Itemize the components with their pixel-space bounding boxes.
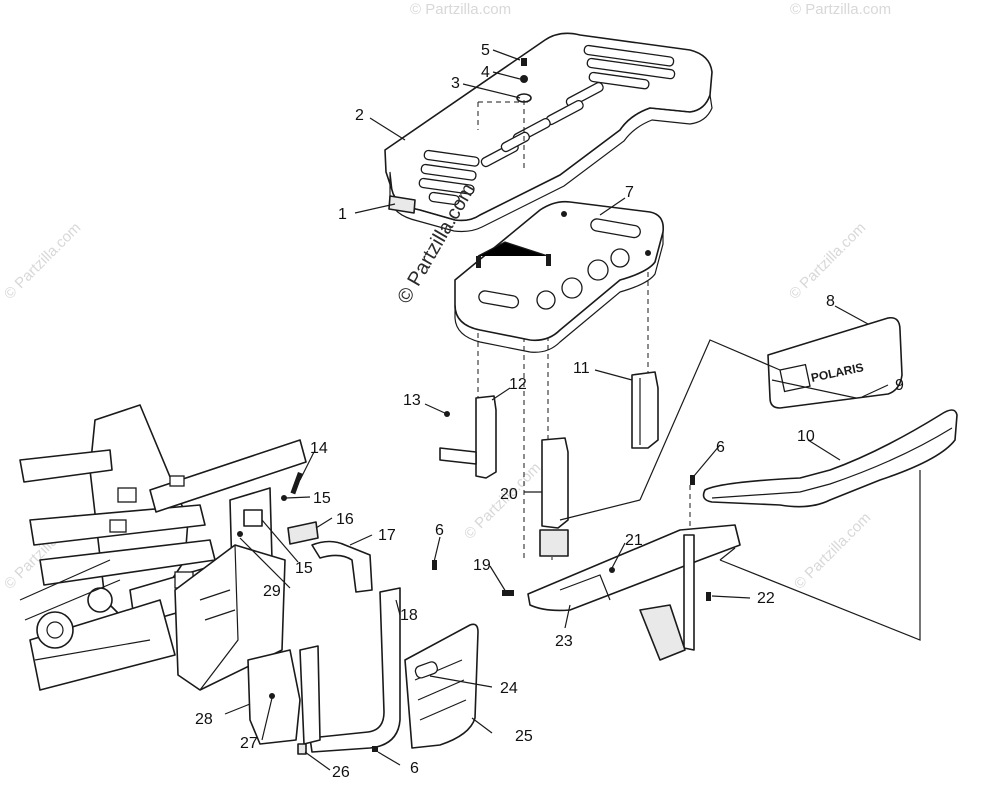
callout-22: 22 [757, 590, 775, 607]
callout-14: 14 [310, 440, 328, 457]
callout-11: 11 [573, 360, 590, 377]
callout-23: 23 [555, 633, 573, 650]
small-fasteners [297, 560, 437, 755]
bracket-center [539, 437, 569, 557]
callout-21: 21 [625, 532, 643, 549]
callout-15-lower: 15 [295, 560, 313, 577]
bolt-19 [502, 590, 514, 596]
support-bolts [476, 241, 551, 268]
callout-27: 27 [240, 735, 258, 752]
callout-15-upper: 15 [313, 490, 331, 507]
callout-29: 29 [263, 583, 281, 600]
rack-support-plate [454, 200, 665, 353]
reference-lines [559, 339, 921, 641]
callout-18: 18 [400, 607, 418, 624]
callout-28: 28 [195, 711, 213, 728]
callout-2: 2 [355, 107, 364, 124]
front-grille: POLARIS [767, 316, 903, 409]
watermark-text: © Partzilla.com [791, 509, 874, 592]
callout-12: 12 [509, 376, 527, 393]
callout-25: 25 [515, 728, 533, 745]
front-frame-member [527, 524, 741, 661]
bracket-right [631, 371, 659, 449]
mud-panel [404, 623, 479, 749]
callout-13: 13 [403, 392, 421, 409]
watermark-text: © Partzilla.com [1, 219, 84, 302]
callout-20: 20 [500, 486, 518, 503]
tube-frame [299, 540, 401, 753]
front-rack [384, 32, 713, 233]
watermark-text: © Partzilla.com [410, 1, 511, 18]
bracket-16 [287, 521, 319, 545]
bolts-14-15 [237, 472, 303, 537]
callout-6-left: 6 [435, 522, 444, 539]
callout-16: 16 [336, 511, 354, 528]
callout-7: 7 [625, 184, 634, 201]
watermark-text: © Partzilla.com [786, 219, 869, 302]
rack-fasteners [516, 58, 532, 103]
callout-labels: 1 2 3 4 5 7 8 9 10 11 12 13 14 15 15 16 … [195, 42, 904, 781]
callout-4: 4 [481, 64, 490, 81]
callout-8: 8 [826, 293, 835, 310]
callout-26: 26 [332, 764, 350, 781]
callout-3: 3 [451, 75, 460, 92]
rack-slots [418, 44, 676, 206]
bolt-22 [690, 475, 711, 601]
callout-24: 24 [500, 680, 518, 697]
callout-17: 17 [378, 527, 396, 544]
bracket-left [439, 395, 497, 479]
callout-1: 1 [338, 206, 347, 223]
callout-6-bottom: 6 [410, 760, 419, 777]
callout-9: 9 [895, 377, 904, 394]
callout-6-right: 6 [716, 439, 725, 456]
side-panel [247, 649, 301, 745]
callout-leaders [224, 49, 889, 771]
callout-10: 10 [797, 428, 815, 445]
radiator-panel [174, 544, 286, 691]
callout-19: 19 [473, 557, 491, 574]
callout-5: 5 [481, 42, 490, 59]
front-bumper [702, 409, 958, 508]
watermark-text: © Partzilla.com [790, 1, 891, 18]
